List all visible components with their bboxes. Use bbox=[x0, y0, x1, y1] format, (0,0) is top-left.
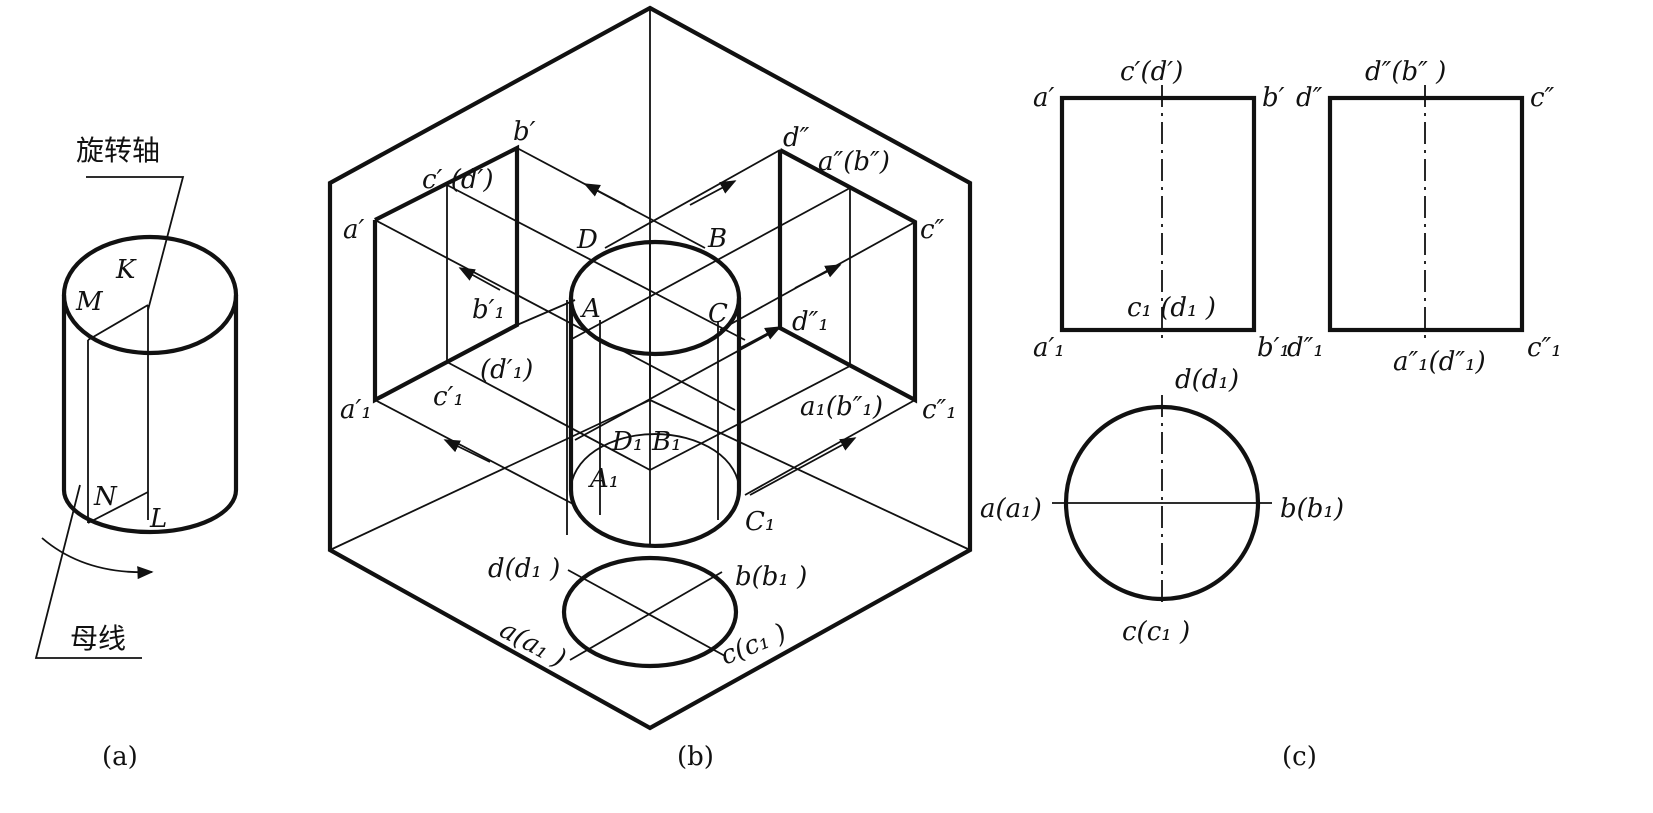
label-c-a-prime: a′ bbox=[1033, 83, 1055, 113]
label-c-d-d1: d(d₁) bbox=[1175, 365, 1239, 395]
label-c-a1-dprime-d1-dprime: a″₁(d″₁) bbox=[1393, 347, 1486, 377]
label-b-a-prime: a′ bbox=[343, 215, 365, 245]
h-proj-line-2 bbox=[569, 571, 723, 661]
label-b-C1: C₁ bbox=[745, 507, 775, 537]
label-c-c1-d1: c₁ (d₁ ) bbox=[1127, 293, 1216, 323]
proj-line-7 bbox=[604, 149, 781, 249]
label-b-b-prime: b′ bbox=[513, 117, 536, 147]
proj-line-5 bbox=[374, 399, 576, 506]
label-b-c1-prime: c′₁ bbox=[433, 382, 464, 412]
proj-line-6 bbox=[446, 361, 651, 471]
label-b-D1: D₁ bbox=[611, 427, 643, 457]
label-c-a-a1: a(a₁) bbox=[980, 494, 1042, 524]
label-b-a-a1: a(a₁ ) bbox=[495, 615, 571, 674]
label-b-c-prime-d-prime: c′ (d′) bbox=[422, 165, 494, 195]
label-b-d1-prime: (d′₁) bbox=[480, 355, 533, 385]
ray-arrow-4 bbox=[794, 264, 842, 289]
ray-arrow-5 bbox=[739, 326, 782, 349]
bottom-radius-line bbox=[87, 491, 149, 524]
ray-arrow-3 bbox=[458, 267, 501, 291]
cylinder-bottom-back-arc-b bbox=[570, 433, 740, 491]
label-c-b-prime: b′ bbox=[1262, 83, 1285, 113]
label-b-a1-b1-dprime: a₁(b″₁) bbox=[800, 392, 883, 422]
label-b-a1-prime: a′₁ bbox=[340, 395, 372, 425]
label-b-B: B bbox=[707, 224, 727, 254]
label-b-A1: A₁ bbox=[588, 464, 619, 494]
label-c-a1-prime: a′₁ bbox=[1033, 333, 1065, 363]
axis-leader-line bbox=[86, 176, 185, 311]
caption-a: (a) bbox=[102, 742, 138, 772]
box-edge-left bbox=[329, 399, 651, 551]
caption-c: (c) bbox=[1282, 742, 1317, 772]
w-plane-rectangle bbox=[777, 148, 918, 404]
proj-line-12 bbox=[649, 365, 851, 471]
caption-b: (b) bbox=[677, 742, 714, 772]
proj-line-4 bbox=[516, 299, 576, 326]
proj-line-2 bbox=[446, 184, 746, 341]
label-b-B1: B₁ bbox=[651, 427, 682, 457]
proj-line-10 bbox=[574, 327, 781, 441]
projection-box-outline bbox=[327, 5, 973, 731]
label-c-d-dprime: d″ bbox=[1296, 83, 1323, 113]
panel-c-orthographic: a′ c′(d′) b′ d″ d″(b″ ) c″ c₁ (d₁ ) a′₁ … bbox=[980, 57, 1562, 772]
label-b-C: C bbox=[708, 299, 728, 329]
label-c-c-dprime: c″ bbox=[1530, 83, 1555, 113]
point-label-m: M bbox=[75, 287, 104, 317]
point-label-l: L bbox=[149, 504, 167, 534]
ray-arrow-2 bbox=[689, 180, 737, 206]
panel-a-cylinder: 旋转轴 母线 K M N L (a) bbox=[34, 134, 239, 772]
ray-arrow-6 bbox=[443, 439, 491, 463]
panel-b-projection: c′ (d′) b′ a′ b′₁ (d′₁) a′₁ c′₁ d″ a″(b″… bbox=[327, 5, 973, 772]
label-b-c1-dprime: c″₁ bbox=[922, 395, 957, 425]
label-b-d1-dprime: d″₁ bbox=[792, 307, 829, 337]
label-b-b-b1: b(b₁ ) bbox=[735, 562, 807, 592]
label-b-d-dprime: d″ bbox=[783, 123, 810, 153]
proj-line-8 bbox=[569, 187, 851, 341]
h-proj-line-1 bbox=[567, 569, 726, 657]
label-b-c-c1: c(c₁ ) bbox=[716, 618, 790, 671]
h-projection-ellipse bbox=[561, 555, 739, 669]
front-view-rect bbox=[1059, 95, 1257, 333]
top-radius-line bbox=[87, 304, 149, 341]
cylinder-bottom-arc-b bbox=[568, 489, 742, 549]
label-b-D: D bbox=[576, 225, 598, 255]
ray-arrow-1 bbox=[583, 183, 626, 206]
label-c-c-c1: c(c₁ ) bbox=[1122, 617, 1190, 647]
axis-label: 旋转轴 bbox=[76, 134, 160, 167]
label-b-b1-prime: b′₁ bbox=[472, 295, 505, 325]
label-c-c-prime-d-prime: c′(d′) bbox=[1120, 57, 1183, 87]
label-c-d-dprime-b-dprime: d″(b″ ) bbox=[1365, 57, 1446, 87]
label-b-d-d1: d(d₁ ) bbox=[488, 554, 560, 584]
point-label-n: N bbox=[93, 482, 118, 512]
ray-arrow-7 bbox=[749, 437, 857, 496]
label-c-b-b1: b(b₁) bbox=[1280, 494, 1344, 524]
box-edge-right bbox=[649, 399, 971, 551]
label-c-d1-dprime: d″₁ bbox=[1287, 333, 1324, 363]
point-label-k: K bbox=[115, 255, 137, 285]
generatrix-label: 母线 bbox=[70, 622, 126, 655]
proj-line-3 bbox=[374, 219, 736, 411]
rotation-arrow bbox=[41, 537, 154, 580]
proj-line-11 bbox=[744, 399, 916, 496]
generatrix-leader-line bbox=[34, 484, 142, 659]
label-b-a-dprime-b-dprime: a″(b″) bbox=[818, 147, 890, 177]
label-b-c-dprime: c″ bbox=[920, 215, 945, 245]
label-c-b1-prime: b′₁ bbox=[1257, 333, 1290, 363]
label-b-A: A bbox=[580, 294, 601, 324]
side-view-rect bbox=[1327, 95, 1525, 333]
label-c-c1-dprime: c″₁ bbox=[1527, 333, 1562, 363]
